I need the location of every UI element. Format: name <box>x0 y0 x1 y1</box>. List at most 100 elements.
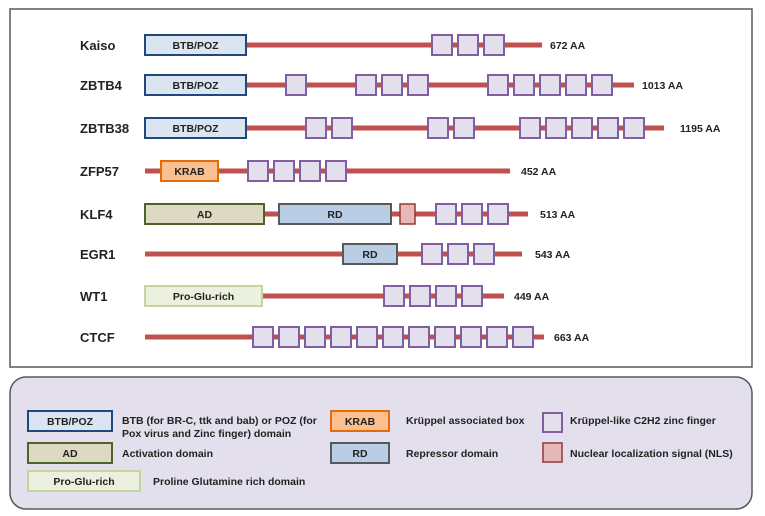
zinc-finger <box>331 117 353 139</box>
zinc-finger <box>431 34 453 56</box>
legend-btb-key: BTB/POZ <box>47 416 94 428</box>
protein-name: EGR1 <box>80 247 115 262</box>
legend-ad-swatch <box>27 442 113 464</box>
rd-domain <box>278 203 392 225</box>
btb-domain-label: BTB/POZ <box>172 40 219 52</box>
legend-krab-description: Krüppel associated box <box>406 415 525 427</box>
zinc-finger <box>285 74 307 96</box>
rd-domain <box>342 243 398 265</box>
legend-rd-key: RD <box>352 448 368 460</box>
btb-domain-label: BTB/POZ <box>172 80 219 92</box>
zinc-finger <box>273 160 295 182</box>
protein-length: 672 AA <box>550 40 586 52</box>
protein-backbone <box>145 251 522 257</box>
legend-nls-description: Nuclear localization signal (NLS) <box>570 448 733 460</box>
protein-name: ZBTB4 <box>80 78 123 93</box>
zinc-finger <box>330 326 352 348</box>
legend-krab-key: KRAB <box>345 416 376 428</box>
protein-row-zbtb38: ZBTB38 BTB/POZ 1195 AA <box>80 117 721 139</box>
nls-box <box>399 203 416 225</box>
zinc-finger <box>409 285 431 307</box>
btb-domain <box>144 117 247 139</box>
zinc-finger <box>487 203 509 225</box>
protein-row-ctcf: CTCF 663 AA <box>80 326 590 348</box>
zinc-finger <box>356 326 378 348</box>
protein-name: KLF4 <box>80 207 113 222</box>
protein-backbone <box>145 125 664 131</box>
zinc-finger <box>407 74 429 96</box>
protein-name: ZBTB38 <box>80 121 129 136</box>
zinc-finger <box>447 243 469 265</box>
protein-length: 1013 AA <box>642 80 683 92</box>
btb-domain-label: BTB/POZ <box>172 123 219 135</box>
krab-domain-label: KRAB <box>174 166 205 178</box>
legend-zinc-finger-swatch <box>542 412 563 433</box>
zinc-finger <box>461 285 483 307</box>
zinc-finger <box>252 326 274 348</box>
zinc-finger <box>382 326 404 348</box>
protein-row-zbtb4: ZBTB4 BTB/POZ 1013 AA <box>80 74 683 96</box>
legend-nls-swatch <box>542 442 563 463</box>
zinc-finger <box>383 285 405 307</box>
zinc-finger <box>591 74 613 96</box>
protein-row-wt1: WT1 Pro-Glu-rich 449 AA <box>80 285 550 307</box>
zinc-finger <box>457 34 479 56</box>
zinc-finger <box>427 117 449 139</box>
zinc-finger <box>483 34 505 56</box>
zinc-finger <box>247 160 269 182</box>
proglu-domain <box>144 285 263 307</box>
zinc-finger <box>305 117 327 139</box>
protein-length: 543 AA <box>535 249 571 261</box>
zinc-finger <box>487 74 509 96</box>
zinc-finger <box>421 243 443 265</box>
diagram-panel <box>9 8 753 368</box>
zinc-finger <box>473 243 495 265</box>
protein-length: 452 AA <box>521 166 557 178</box>
zinc-finger <box>435 203 457 225</box>
protein-length: 1195 AA <box>680 123 721 135</box>
zinc-finger <box>453 117 475 139</box>
zinc-finger <box>597 117 619 139</box>
legend-btb-description-1: BTB (for BR-C, ttk and bab) or POZ (for <box>122 415 317 427</box>
zinc-finger <box>623 117 645 139</box>
zinc-finger <box>486 326 508 348</box>
protein-length: 663 AA <box>554 332 590 344</box>
protein-name: ZFP57 <box>80 164 119 179</box>
zinc-finger <box>571 117 593 139</box>
zinc-finger <box>512 326 534 348</box>
legend-zinc-finger-description: Krüppel-like C2H2 zinc finger <box>570 415 716 427</box>
zinc-finger <box>408 326 430 348</box>
btb-domain <box>144 74 247 96</box>
krab-domain <box>160 160 219 182</box>
zinc-finger <box>513 74 535 96</box>
legend-krab-swatch <box>330 410 390 432</box>
zinc-finger <box>355 74 377 96</box>
zinc-finger <box>278 326 300 348</box>
zinc-finger <box>325 160 347 182</box>
legend-proglu-swatch <box>27 470 141 492</box>
zinc-finger <box>304 326 326 348</box>
legend-ad-description: Activation domain <box>122 448 213 460</box>
proglu-domain-label: Pro-Glu-rich <box>173 291 234 303</box>
protein-name: WT1 <box>80 289 107 304</box>
legend-proglu-description: Proline Glutamine rich domain <box>153 476 305 488</box>
rd-domain-label: RD <box>362 249 378 261</box>
protein-backbone <box>145 293 504 299</box>
protein-row-zfp57: ZFP57 KRAB 452 AA <box>80 160 557 182</box>
protein-length: 449 AA <box>514 291 550 303</box>
zinc-finger <box>435 285 457 307</box>
legend-btb-description-2: Pox virus and Zinc finger) domain <box>122 428 291 440</box>
protein-name: CTCF <box>80 330 115 345</box>
rd-domain-label: RD <box>327 209 343 221</box>
ad-domain-label: AD <box>197 209 213 221</box>
zinc-finger <box>565 74 587 96</box>
zinc-finger <box>381 74 403 96</box>
btb-domain <box>144 34 247 56</box>
zinc-finger <box>434 326 456 348</box>
protein-row-egr1: EGR1 RD 543 AA <box>80 243 571 265</box>
legend-rd-swatch <box>330 442 390 464</box>
legend-btb-swatch <box>27 410 113 432</box>
protein-name: Kaiso <box>80 38 115 53</box>
